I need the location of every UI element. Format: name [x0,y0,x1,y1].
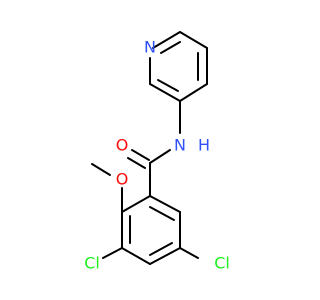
bond-pyridine-4 [149,83,181,102]
molecule-structure: N N H O O Cl Cl [84,31,230,273]
bond-benzene-3 [149,247,181,265]
bond-pyridine-3 [179,83,208,102]
molecule-canvas: N N H O O Cl Cl [84,31,230,273]
atom-cl-left: Cl [84,254,100,273]
bond-carbonyl-o-1 [131,149,150,161]
bond-methoxy-o-to-methyl [91,163,111,176]
bond-benzene-1b [149,206,175,221]
bond-nh-to-carbonyl [149,149,171,164]
atom-n-pyridine: N [144,38,156,57]
bond-ring-to-cl-right [179,247,199,259]
bond-benzene-1 [149,195,181,213]
atom-h-amide: H [198,136,210,155]
bond-pyridine-6 [152,31,181,49]
bond-benzene-6 [121,195,151,213]
atom-cl-right: Cl [214,254,230,273]
bond-pyridine-6b [160,41,181,54]
bond-pyridine-4b [157,79,179,92]
bond-ring-to-cl-left [102,247,123,259]
bond-pyridine-1 [179,31,208,49]
bond-benzene-4 [121,247,151,265]
atom-o-carbonyl: O [116,136,129,155]
bond-carbonyl-o-2 [127,157,146,169]
atom-o-methoxy: O [116,170,129,189]
bond-benzene-3b [149,242,173,256]
atom-n-amide: N [174,136,186,155]
